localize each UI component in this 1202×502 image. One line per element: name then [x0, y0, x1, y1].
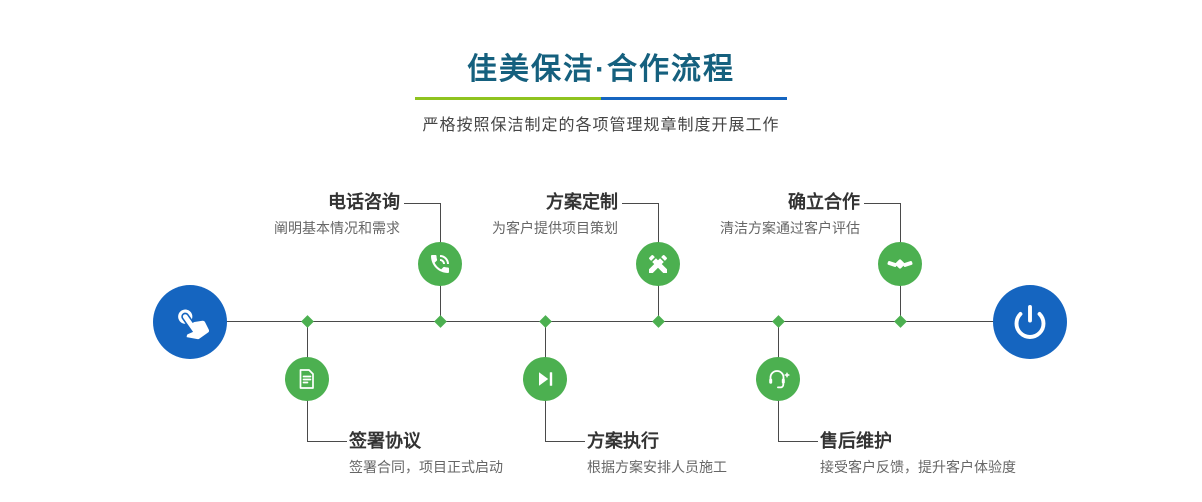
timeline-diamond-marker [434, 315, 447, 328]
step-desc: 清洁方案通过客户评估 [720, 220, 860, 236]
title-divider [415, 97, 787, 100]
handshake-icon [887, 251, 913, 277]
contract-icon [295, 367, 319, 391]
end-node [993, 285, 1067, 359]
node-establish-cooperation [878, 242, 922, 286]
phone-icon [428, 252, 452, 276]
execute-play-icon [533, 367, 557, 391]
pointing-hand-icon [171, 303, 210, 341]
divider-green-segment [415, 97, 601, 100]
page-subtitle: 严格按照保洁制定的各项管理规章制度开展工作 [422, 117, 780, 134]
timeline-diamond-marker [539, 315, 552, 328]
node-sign-agreement [285, 357, 329, 401]
step-desc: 为客户提供项目策划 [492, 220, 618, 236]
node-aftersales [756, 357, 800, 401]
step-label: 确立合作 [788, 192, 860, 212]
node-plan-design [636, 242, 680, 286]
timeline-line [190, 321, 1030, 322]
step-desc: 签署合同，项目正式启动 [349, 459, 503, 475]
step-label: 售后维护 [820, 431, 892, 451]
connector-hline [622, 203, 658, 204]
aftersales-headset-icon [766, 367, 790, 391]
connector-hline [307, 441, 347, 442]
divider-blue-segment [601, 97, 787, 100]
step-label: 签署协议 [349, 431, 421, 451]
connector-hline [864, 203, 900, 204]
step-desc: 根据方案安排人员施工 [587, 459, 727, 475]
step-plan-design: 方案定制 为客户提供项目策划 [492, 189, 618, 238]
step-execute-plan: 方案执行 根据方案安排人员施工 [587, 428, 727, 477]
step-sign-agreement: 签署协议 签署合同，项目正式启动 [349, 428, 503, 477]
timeline-diamond-marker [772, 315, 785, 328]
step-establish-cooperation: 确立合作 清洁方案通过客户评估 [720, 189, 860, 238]
connector-hline [404, 203, 440, 204]
power-icon [1012, 304, 1048, 340]
step-aftersales: 售后维护 接受客户反馈，提升客户体验度 [820, 428, 1016, 477]
step-desc: 接受客户反馈，提升客户体验度 [820, 459, 1016, 475]
timeline-diamond-marker [652, 315, 665, 328]
node-execute-plan [523, 357, 567, 401]
node-phone-consult [418, 242, 462, 286]
timeline-diamond-marker [894, 315, 907, 328]
start-node [153, 285, 227, 359]
step-phone-consult: 电话咨询 阐明基本情况和需求 [274, 189, 400, 238]
connector-hline [545, 441, 585, 442]
step-label: 方案定制 [546, 192, 618, 212]
design-pen-icon [646, 252, 670, 276]
step-label: 方案执行 [587, 431, 659, 451]
timeline-diamond-marker [301, 315, 314, 328]
step-label: 电话咨询 [328, 192, 400, 212]
connector-hline [778, 441, 818, 442]
page-title: 佳美保洁·合作流程 [467, 53, 735, 86]
step-desc: 阐明基本情况和需求 [274, 220, 400, 236]
